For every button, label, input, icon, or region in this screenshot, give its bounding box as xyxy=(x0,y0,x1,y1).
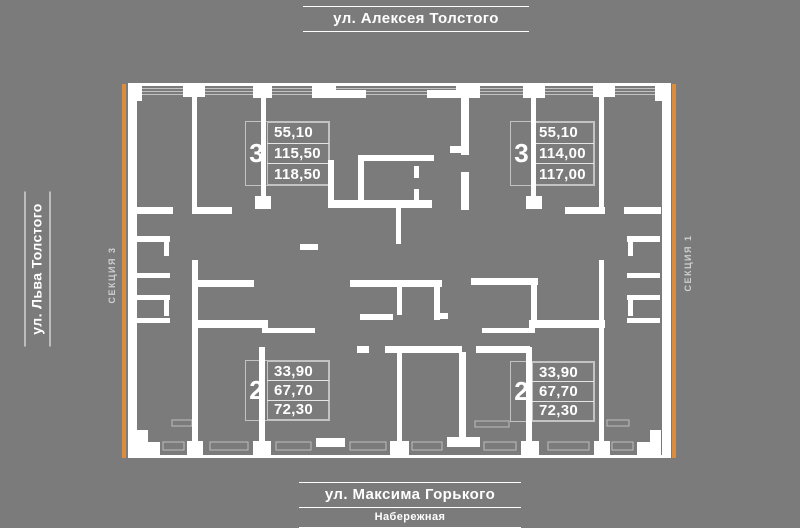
street-label-bottom: ул. Максима Горького Набережная xyxy=(299,482,521,528)
apartment-area-value: 118,50 xyxy=(267,163,329,186)
apartment-info-bottom-left[interactable]: 2 33,90 67,70 72,30 xyxy=(245,360,330,421)
apartment-areas: 55,10 114,00 117,00 xyxy=(532,122,594,186)
apartment-info-top-left[interactable]: 3 55,10 115,50 118,50 xyxy=(245,121,330,186)
apartment-area-value: 55,10 xyxy=(267,122,329,144)
apartment-areas: 33,90 67,70 72,30 xyxy=(532,362,594,421)
street-name: ул. Льва Толстого xyxy=(28,203,45,335)
street-rule xyxy=(49,191,51,347)
apartment-area-value: 67,70 xyxy=(532,381,594,402)
apartment-info-bottom-right[interactable]: 2 33,90 67,70 72,30 xyxy=(510,361,595,422)
apartment-area-value: 117,00 xyxy=(532,163,594,186)
top-piers xyxy=(183,83,615,98)
apartment-area-value: 33,90 xyxy=(267,361,329,382)
apartment-area-value: 72,30 xyxy=(267,399,329,420)
street-rule xyxy=(303,31,529,32)
section-label-right: СЕКЦИЯ 1 xyxy=(683,234,693,292)
street-name: ул. Максима Горького xyxy=(324,486,496,503)
apartment-area-value: 114,00 xyxy=(532,142,594,165)
street-name-secondary: Набережная xyxy=(374,511,446,523)
interior-walls xyxy=(137,83,661,456)
bottom-window-frames xyxy=(162,419,634,451)
street-label-left: ул. Льва Толстого xyxy=(24,191,51,347)
street-name: ул. Алексея Толстого xyxy=(333,10,499,27)
orange-accent-right xyxy=(672,84,676,458)
apartment-rooms: 3 xyxy=(514,138,529,168)
apartment-area-value: 72,30 xyxy=(532,400,594,421)
apartment-info-top-right[interactable]: 3 55,10 114,00 117,00 xyxy=(510,121,595,186)
apartment-areas: 33,90 67,70 72,30 xyxy=(267,361,329,420)
apartment-area-value: 67,70 xyxy=(267,380,329,401)
street-label-top: ул. Алексея Толстого xyxy=(303,6,529,32)
apartment-area-value: 55,10 xyxy=(532,122,594,144)
street-rule xyxy=(299,507,521,508)
orange-accent-left xyxy=(122,84,126,458)
outer-walls xyxy=(128,83,671,458)
window-glazing-lines xyxy=(137,88,657,95)
apartment-rooms: 3 xyxy=(249,138,264,168)
bottom-piers xyxy=(137,430,661,458)
street-rule xyxy=(299,482,521,483)
section-label-left: СЕКЦИЯ 3 xyxy=(107,246,117,304)
apartment-rooms: 2 xyxy=(514,376,529,406)
apartment-rooms: 2 xyxy=(249,375,264,405)
street-rule xyxy=(303,6,529,7)
apartment-area-value: 115,50 xyxy=(267,142,329,165)
apartment-area-value: 33,90 xyxy=(532,362,594,383)
apartment-areas: 55,10 115,50 118,50 xyxy=(267,122,329,186)
